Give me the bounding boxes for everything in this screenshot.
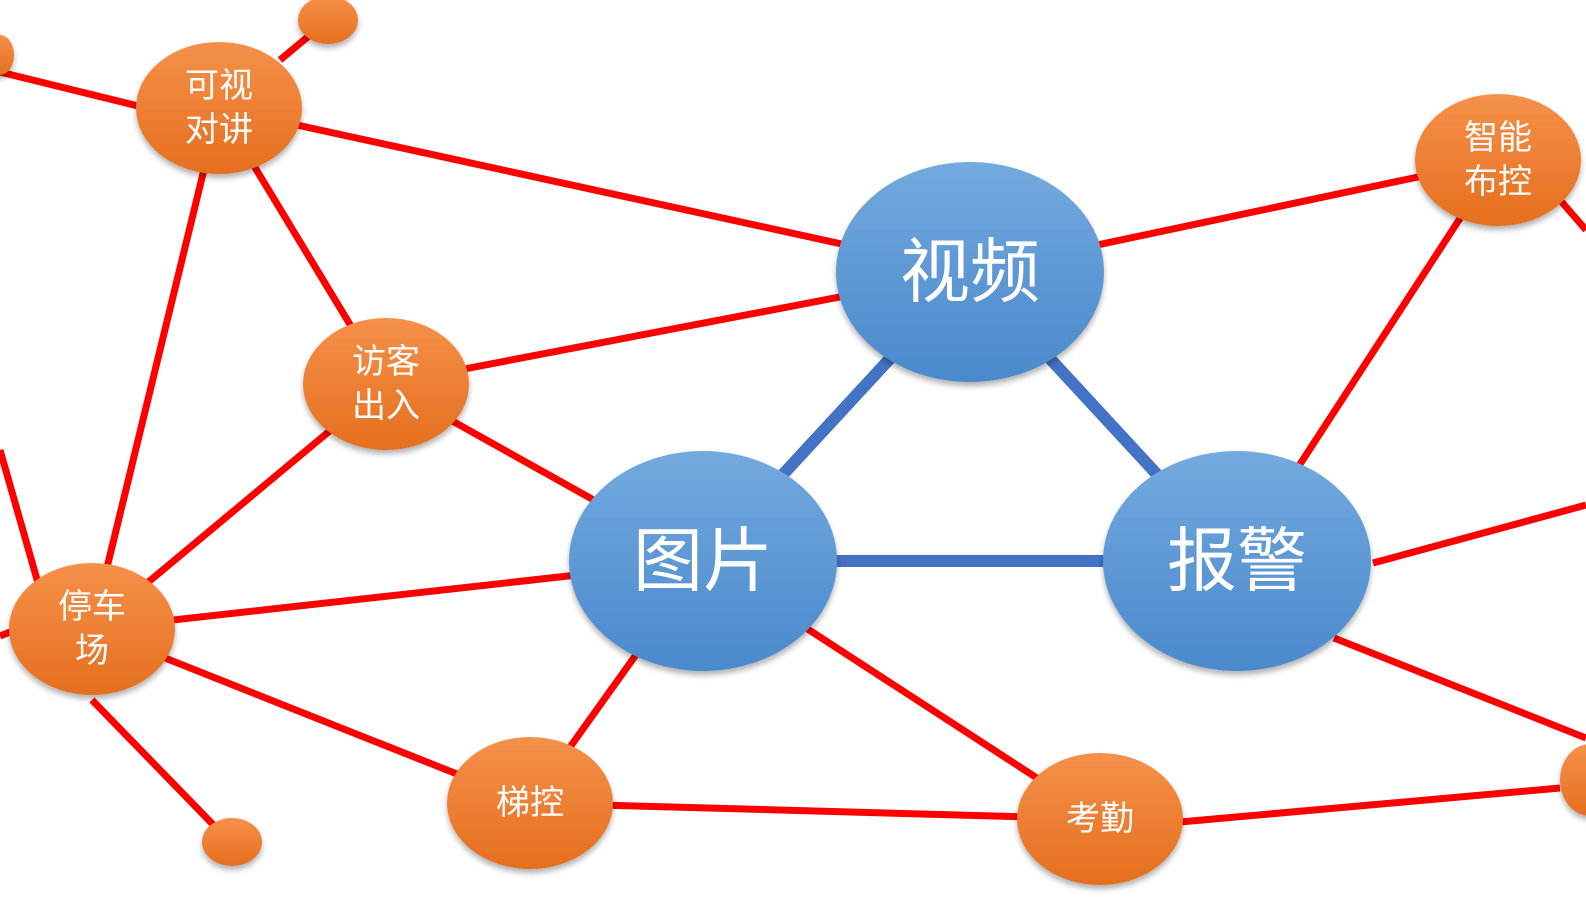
decorative-dot-0	[298, 0, 358, 44]
satellite-node-shape	[303, 318, 469, 450]
edge-elevator-attendance	[529, 799, 1101, 823]
decorative-dot-2	[202, 818, 262, 866]
satellite-node-shape	[447, 737, 613, 869]
edge-intercom-parking	[88, 107, 223, 630]
decorative-dot-3	[1560, 744, 1586, 816]
core-node-label: 报警	[1167, 520, 1307, 602]
satellite-node-shape	[1415, 94, 1581, 226]
decorative-dot-1	[0, 35, 14, 75]
core-node-video: 视频	[836, 162, 1104, 382]
nodes-layer: 可视对讲访客出入停车场梯控考勤智能布控视频图片报警	[0, 0, 1586, 885]
core-node-shape	[569, 451, 837, 671]
satellite-node-label: 可视	[185, 66, 253, 106]
satellite-node-label: 停车	[58, 587, 126, 627]
decorative-edge-3	[0, 628, 12, 640]
decorative-edge-7	[1179, 784, 1561, 826]
satellite-node-shape	[9, 563, 175, 695]
decorative-edge-6	[1332, 634, 1586, 742]
decorative-dot-shape	[202, 818, 262, 866]
core-node-label: 图片	[633, 520, 773, 602]
satellite-node-label: 考勤	[1066, 799, 1134, 839]
core-node-image: 图片	[569, 451, 837, 671]
satellite-node-shape	[1017, 753, 1183, 885]
core-node-shape	[836, 162, 1104, 382]
decorative-edge-5	[1372, 501, 1586, 567]
satellite-node-label: 场	[75, 631, 109, 671]
decorative-edge-8	[1557, 197, 1586, 233]
decorative-dot-shape	[0, 35, 14, 75]
decorative-edge-2	[0, 449, 44, 591]
decorative-edge-0	[0, 68, 139, 110]
decorative-dot-shape	[1560, 744, 1586, 816]
core-node-shape	[1103, 451, 1371, 671]
satellite-node-label: 出入	[352, 386, 420, 426]
decorative-edge-4	[89, 697, 233, 845]
satellite-node-label: 智能	[1464, 118, 1532, 158]
satellite-node-label: 访客	[352, 342, 420, 382]
satellite-node-label: 布控	[1464, 162, 1532, 202]
decorative-dot-shape	[298, 0, 358, 44]
satellite-node-attendance: 考勤	[1017, 753, 1183, 885]
satellite-node-shape	[136, 42, 302, 174]
satellite-node-label: 梯控	[496, 783, 564, 823]
core-node-alarm: 报警	[1103, 451, 1371, 671]
core-node-label: 视频	[900, 231, 1040, 313]
satellite-node-parking: 停车场	[9, 563, 175, 695]
satellite-node-elevator: 梯控	[447, 737, 613, 869]
satellite-node-label: 对讲	[185, 110, 253, 150]
